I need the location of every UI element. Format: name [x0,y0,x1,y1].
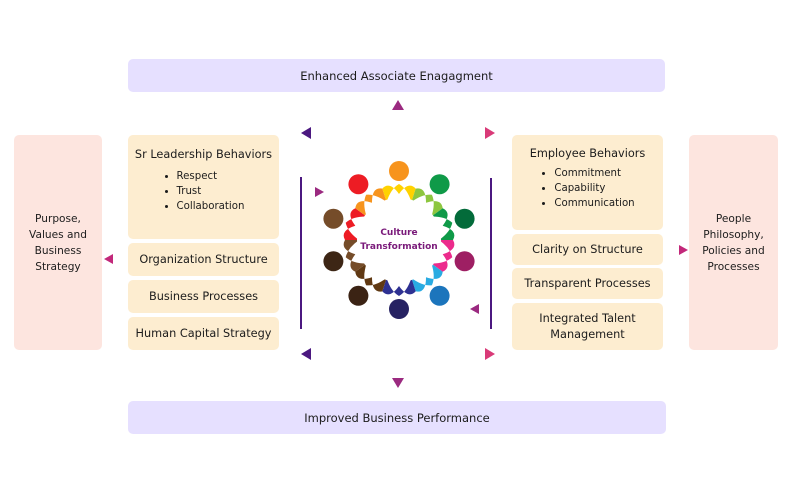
clarity-label: Clarity on Structure [532,243,643,256]
top-outcome-box: Enhanced Associate Enagagment [128,59,665,92]
people-label: People Philosophy, Policies and Processe… [702,212,765,273]
person-head [389,161,409,181]
people-box: People Philosophy, Policies and Processe… [689,135,778,350]
center-title-line1: Culture [380,228,417,238]
person-head [454,208,475,229]
employee-bullets: Commitment Capability Communication [540,166,634,211]
bottom-outcome-box: Improved Business Performance [128,401,666,434]
top-outcome-label: Enhanced Associate Enagagment [300,68,493,83]
talent-label: Integrated Talent Management [539,311,636,341]
business-processes-box: Business Processes [128,280,279,313]
purpose-label: Purpose, Values and Business Strategy [29,212,87,273]
person-body [411,188,443,217]
person-head [454,251,475,272]
person-head [348,174,369,195]
person-head [429,285,450,306]
person-body [343,240,367,272]
transparent-box: Transparent Processes [512,268,663,299]
up-arrow [392,100,404,125]
talent-box: Integrated Talent Management [512,303,663,350]
culture-circle-graphic [323,161,475,319]
bullet-item: Commitment [554,166,634,181]
clarity-box: Clarity on Structure [512,234,663,265]
org-structure-box: Organization Structure [128,243,279,276]
center-title-line2: Transformation [360,242,437,252]
down-arrow [392,363,404,388]
leadership-title: Sr Leadership Behaviors [134,148,273,161]
person-head [348,285,369,306]
person-body [431,208,455,240]
top-double-arrow [301,127,495,139]
bullet-item: Trust [177,184,245,199]
bullet-item: Collaboration [177,199,245,214]
employee-box: Employee Behaviors Commitment Capability… [512,135,663,230]
person-body [355,188,387,217]
bottom-double-arrow [301,348,495,360]
person-body [411,263,443,292]
arrow-to-people [664,245,688,255]
person-body [355,263,387,292]
org-structure-label: Organization Structure [139,253,268,266]
bullet-item: Communication [554,196,634,211]
human-capital-label: Human Capital Strategy [135,327,272,340]
employee-title: Employee Behaviors [529,147,646,160]
bullet-item: Capability [554,181,634,196]
transparent-label: Transparent Processes [524,277,651,290]
leadership-bullets: Respect Trust Collaboration [163,169,245,214]
person-body [343,208,367,240]
person-head [323,208,344,229]
right-bracket [470,177,512,330]
purpose-box: Purpose, Values and Business Strategy [14,135,102,350]
person-head [323,251,344,272]
arrow-to-purpose [104,254,128,264]
person-head [389,299,409,319]
person-body [431,240,455,272]
bullet-item: Respect [177,169,245,184]
left-bracket [280,176,324,330]
human-capital-box: Human Capital Strategy [128,317,279,350]
bottom-outcome-label: Improved Business Performance [304,410,490,425]
person-head [429,174,450,195]
center-disc [357,198,441,282]
business-processes-label: Business Processes [148,290,259,303]
person-body [382,278,416,296]
person-body [382,184,416,202]
leadership-box: Sr Leadership Behaviors Respect Trust Co… [128,135,279,239]
